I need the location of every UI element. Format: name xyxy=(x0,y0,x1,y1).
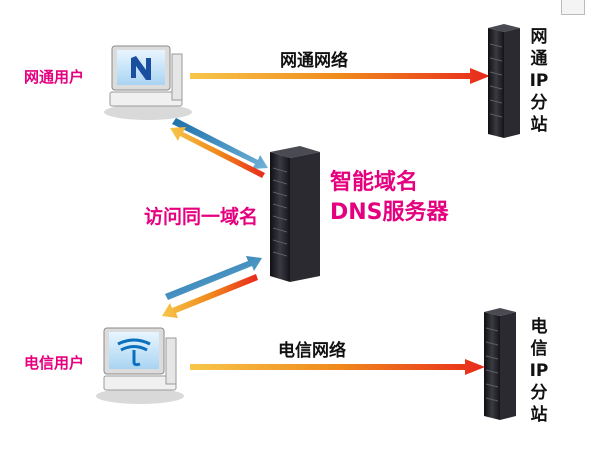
netcom-user-label: 网通用户 xyxy=(24,68,85,86)
netcom-site-char: 分 xyxy=(530,93,548,113)
dns-title-line1: 智能域名 xyxy=(330,170,419,195)
telecom-dns-arrows xyxy=(162,256,262,318)
netcom-site-server-icon xyxy=(488,24,520,138)
telecom-computer-icon xyxy=(96,327,184,404)
telecom-network-label: 电信网络 xyxy=(278,341,346,361)
netcom-computer-icon xyxy=(104,45,192,120)
dns-server-icon xyxy=(270,146,320,282)
telecom-logo-icon xyxy=(117,338,151,367)
netcom-network-label: 网通网络 xyxy=(280,51,348,71)
netcom-site-char: 网 xyxy=(530,27,548,47)
dns-title-line2: DNS服务器 xyxy=(330,200,449,225)
telecom-site-char: 电 xyxy=(530,317,548,337)
telecom-site-label: 电 信 IP 分 站 xyxy=(528,316,550,426)
netcom-dns-arrows xyxy=(170,118,268,178)
netcom-network-arrow xyxy=(190,68,490,84)
dns-server-title: 智能域名 DNS服务器 xyxy=(330,168,449,228)
visit-same-domain-label: 访问同一域名 xyxy=(144,206,259,228)
netcom-site-char: 通 xyxy=(530,49,548,69)
telecom-site-char: 站 xyxy=(530,405,548,425)
netcom-site-char: 站 xyxy=(530,115,548,135)
telecom-user-label: 电信用户 xyxy=(24,354,85,372)
netcom-site-char: IP xyxy=(529,71,549,91)
netcom-logo-icon xyxy=(131,56,151,80)
telecom-site-server-icon xyxy=(484,308,516,420)
telecom-site-char: 信 xyxy=(530,339,548,359)
telecom-site-char: 分 xyxy=(530,383,548,403)
corner-fold-icon xyxy=(561,0,585,15)
telecom-network-arrow xyxy=(190,359,485,375)
netcom-site-label: 网 通 IP 分 站 xyxy=(528,26,550,136)
telecom-site-char: IP xyxy=(529,361,549,381)
